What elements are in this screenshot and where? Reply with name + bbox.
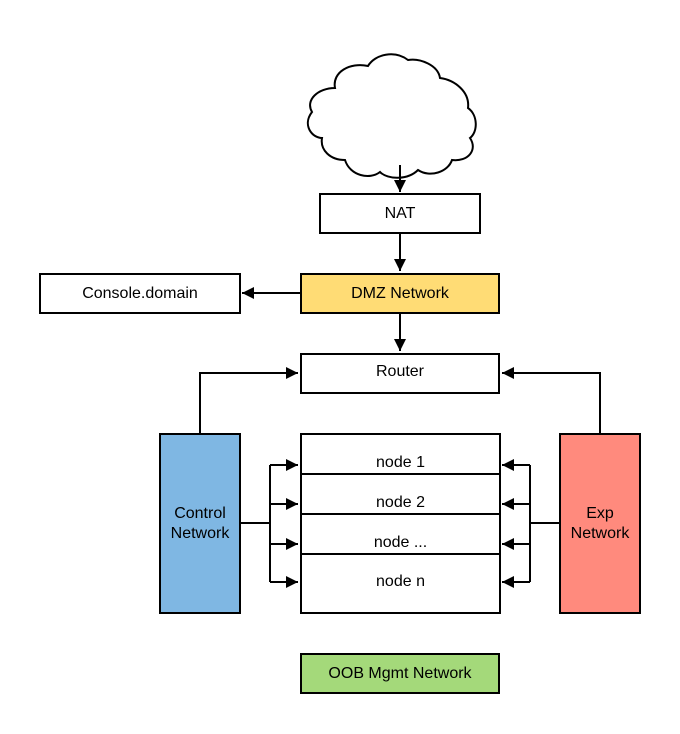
node-label: node 1 [376, 454, 425, 471]
exp-network-label-line2: Network [570, 524, 630, 542]
internet-cloud-icon [306, 53, 477, 179]
control-network-label-line1: Control [174, 504, 226, 522]
console-domain-box: Console.domain [39, 273, 241, 314]
node-dots: node ... [302, 515, 499, 555]
exp-network-label-line1: Exp [586, 504, 614, 522]
dmz-network-label: DMZ Network [351, 284, 449, 302]
router-box: Router [300, 353, 500, 394]
edge-exp-router [502, 367, 601, 433]
node-label: node 2 [376, 494, 425, 511]
control-network-box: Control Network [159, 433, 241, 614]
node-n: node n [302, 555, 499, 612]
console-domain-label: Console.domain [82, 284, 198, 302]
node-label: node ... [373, 534, 428, 551]
control-network-label-line2: Network [170, 524, 230, 542]
node-1: node 1 [302, 435, 499, 475]
dmz-network-box: DMZ Network [300, 273, 500, 314]
nat-label: NAT [384, 204, 416, 222]
node-label: node n [376, 572, 425, 590]
exp-network-box: Exp Network [559, 433, 641, 614]
edge-control-router [199, 367, 298, 433]
cluster-box: node 1 node 2 node ... node n [300, 433, 501, 614]
nat-box: NAT [319, 193, 481, 234]
oob-mgmt-network-label: OOB Mgmt Network [328, 664, 472, 682]
router-label: Router [375, 362, 425, 380]
oob-mgmt-network-box: OOB Mgmt Network [300, 653, 500, 694]
node-2: node 2 [302, 475, 499, 515]
